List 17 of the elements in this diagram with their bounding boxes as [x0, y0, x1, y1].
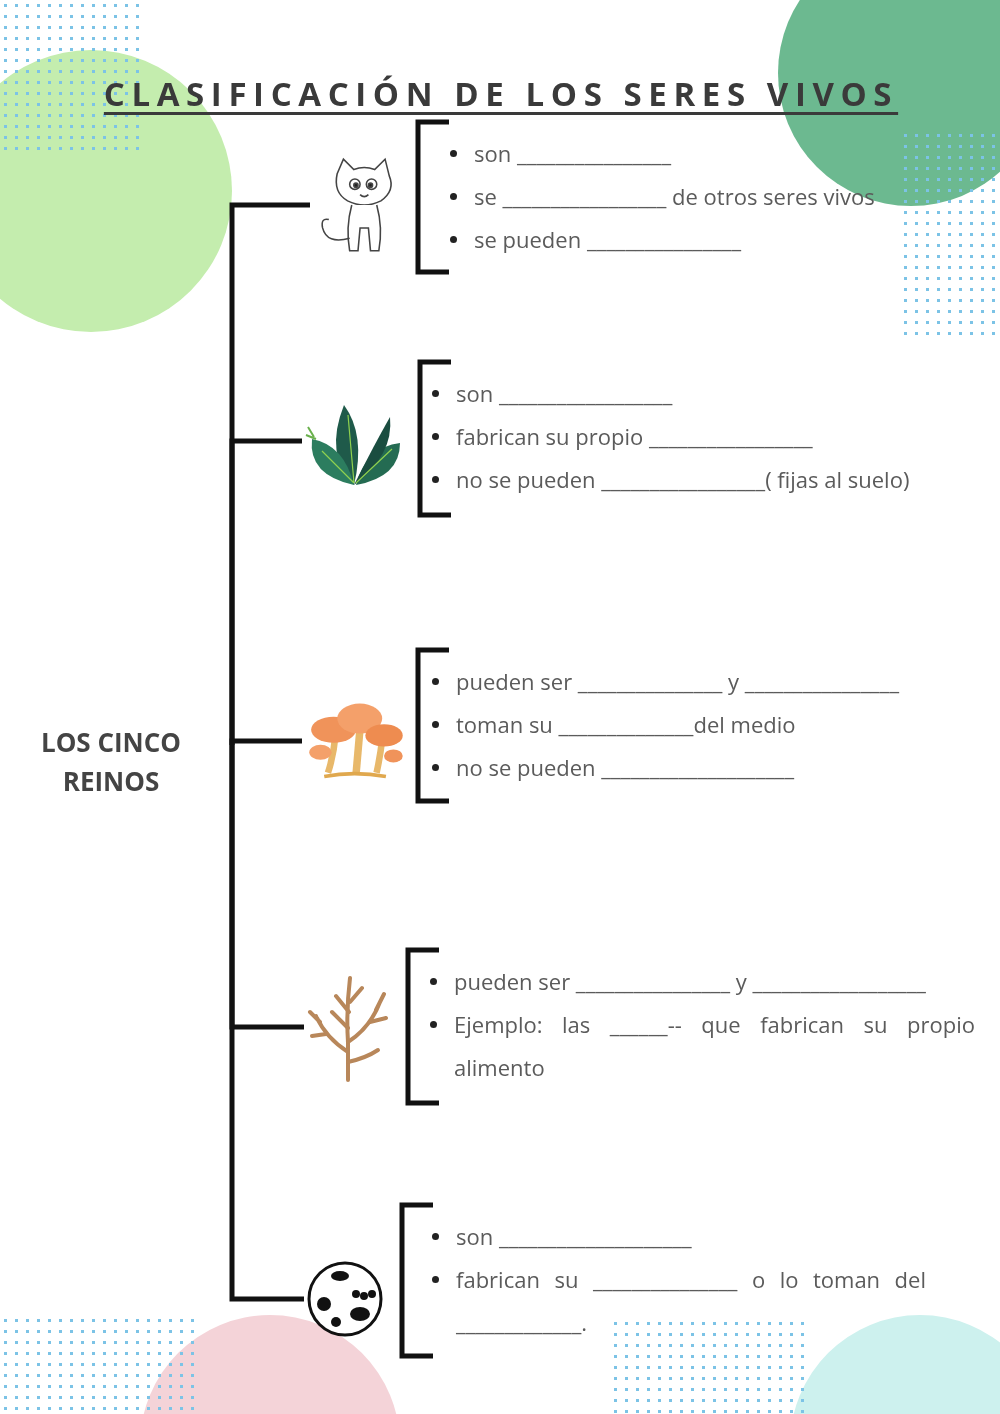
fill-in-sentence: se pueden ________________ — [474, 223, 742, 256]
fill-in-sentence: fabrican su _______________ o lo toman del _____________. — [456, 1263, 926, 1339]
fill-in-sentence: no se pueden ____________________ — [456, 751, 795, 784]
tree-connector — [229, 742, 304, 1302]
fill-in-sentence: fabrican su propio _________________ — [456, 420, 813, 453]
fill-in-sentence: son ____________________ — [456, 1220, 692, 1253]
fill-in-sentence: toman su ______________del medio — [456, 708, 796, 741]
fill-in-sentence: son ________________ — [474, 137, 672, 170]
tree-connector — [229, 738, 302, 748]
fill-in-sentence: pueden ser ________________ y __________________ — [454, 965, 926, 998]
fill-in-sentence: pueden ser _______________ y ________________ — [456, 665, 900, 698]
fill-in-sentence: no se pueden _________________( fijas al suelo) — [456, 463, 910, 496]
fill-in-sentence: son __________________ — [456, 377, 673, 410]
fill-in-sentence: se _________________ de otros seres vivos — [474, 180, 875, 213]
fill-in-sentence: Ejemplo: las ______-- que fabrican su propio alimento — [454, 1008, 975, 1084]
category-label: LOS CINCO REINOS — [30, 712, 232, 812]
microbes-drawing — [306, 1260, 384, 1338]
